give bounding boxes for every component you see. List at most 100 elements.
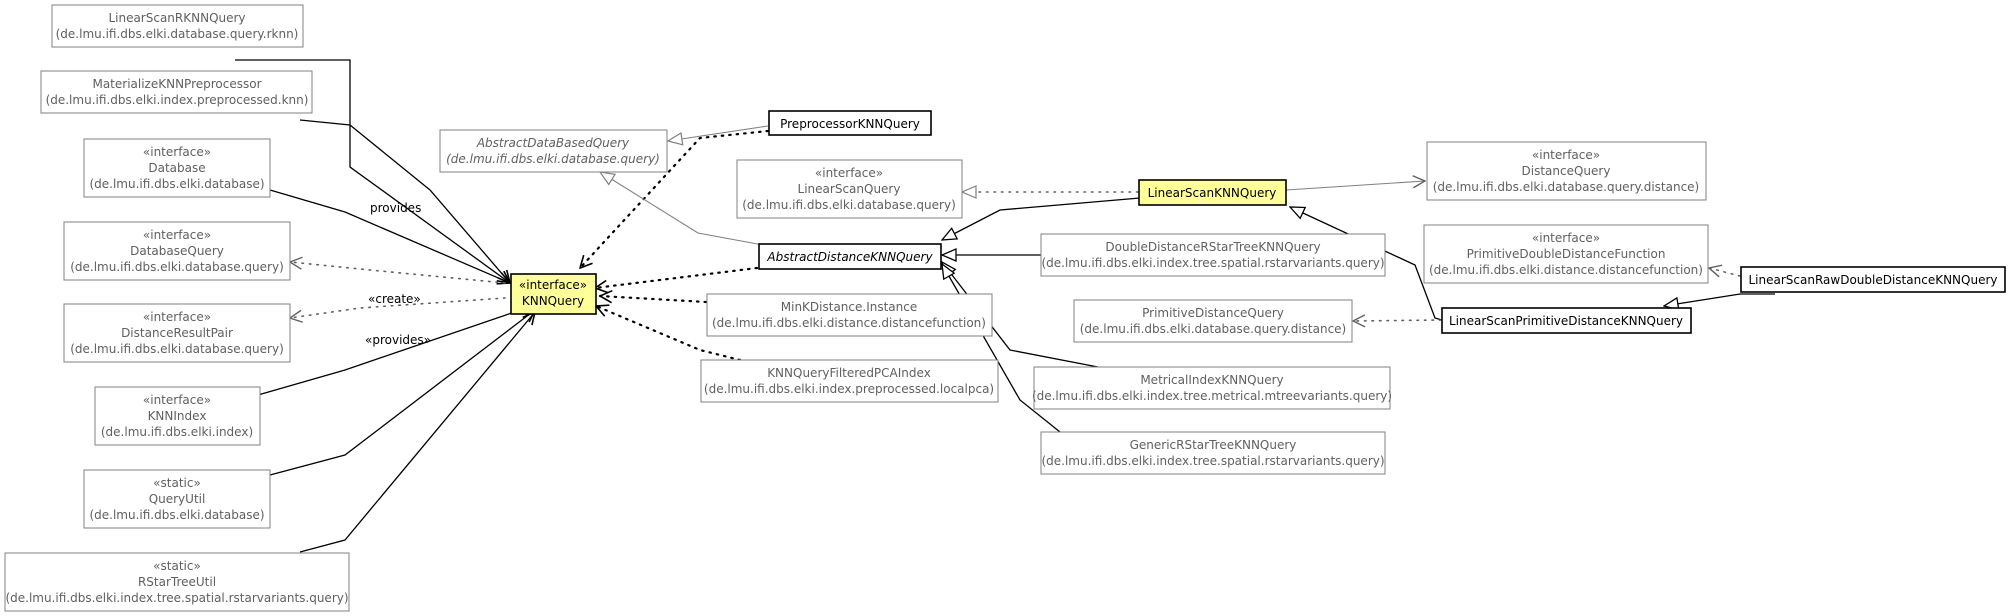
svg-text:«interface»: «interface»: [519, 278, 587, 292]
nodes: LinearScanRKNNQuery (de.lmu.ifi.dbs.elki…: [4, 4, 2006, 612]
svg-text:AbstractDistanceKNNQuery: AbstractDistanceKNNQuery: [766, 250, 933, 264]
edges: [235, 59, 1775, 553]
svg-text:(de.lmu.ifi.dbs.elki.database.: (de.lmu.ifi.dbs.elki.database.query.dist…: [1080, 322, 1346, 336]
node-database[interactable]: «interface» Database (de.lmu.ifi.dbs.elk…: [83, 138, 271, 198]
svg-text:(de.lmu.ifi.dbs.elki.database.: (de.lmu.ifi.dbs.elki.database.query.dist…: [1433, 180, 1699, 194]
node-genericrstartreeknnquery[interactable]: GenericRStarTreeKNNQuery (de.lmu.ifi.dbs…: [1040, 431, 1386, 475]
svg-text:(de.lmu.ifi.dbs.elki.index.tre: (de.lmu.ifi.dbs.elki.index.tree.metrical…: [1032, 389, 1392, 403]
svg-text:MaterializeKNNPreprocessor: MaterializeKNNPreprocessor: [92, 77, 261, 91]
node-distancequery[interactable]: «interface» DistanceQuery (de.lmu.ifi.db…: [1426, 141, 1707, 201]
edge-database-knnquery: [269, 189, 510, 283]
svg-text:DoubleDistanceRStarTreeKNNQuer: DoubleDistanceRStarTreeKNNQuery: [1105, 240, 1320, 254]
svg-text:(de.lmu.ifi.dbs.elki.index): (de.lmu.ifi.dbs.elki.index): [101, 425, 253, 439]
node-linearscanknnquery[interactable]: LinearScanKNNQuery: [1138, 179, 1287, 206]
node-rstartreeutil[interactable]: «static» RStarTreeUtil (de.lmu.ifi.dbs.e…: [4, 552, 350, 612]
edge-linearscanknnquery-abstractdistanceknnquery: [942, 197, 1141, 240]
node-abstractdistanceknnquery[interactable]: AbstractDistanceKNNQuery: [758, 243, 942, 270]
edge-queryutil-knnquery: [269, 310, 535, 476]
svg-text:KNNQueryFilteredPCAIndex: KNNQueryFilteredPCAIndex: [767, 366, 931, 380]
svg-text:LinearScanPrimitiveDistanceKNN: LinearScanPrimitiveDistanceKNNQuery: [1449, 314, 1683, 328]
edge-rstartreeutil-knnquery: [299, 312, 535, 553]
node-knnqueryfilteredpcaindex[interactable]: KNNQueryFilteredPCAIndex (de.lmu.ifi.dbs…: [700, 359, 999, 403]
node-linearscanquery[interactable]: «interface» LinearScanQuery (de.lmu.ifi.…: [736, 159, 963, 219]
svg-text:(de.lmu.ifi.dbs.elki.database.: (de.lmu.ifi.dbs.elki.database.query): [70, 260, 284, 274]
edge-preprocessorknnquery-abstractdatabasedquery: [668, 125, 769, 141]
svg-text:MetricalIndexKNNQuery: MetricalIndexKNNQuery: [1140, 373, 1283, 387]
edge-label-create: «create»: [368, 292, 421, 306]
node-minkdistanceinstance[interactable]: MinKDistance.Instance (de.lmu.ifi.dbs.el…: [706, 293, 993, 337]
svg-text:«interface»: «interface»: [815, 166, 883, 180]
svg-text:AbstractDataBasedQuery: AbstractDataBasedQuery: [476, 136, 630, 150]
edge-metrical-abstractdistanceknnquery: [942, 262, 1099, 368]
svg-text:«interface»: «interface»: [1532, 148, 1600, 162]
svg-text:KNNQuery: KNNQuery: [522, 294, 584, 308]
svg-text:DistanceQuery: DistanceQuery: [1522, 164, 1611, 178]
svg-text:«static»: «static»: [153, 559, 201, 573]
svg-text:«interface»: «interface»: [1532, 231, 1600, 245]
svg-text:PrimitiveDistanceQuery: PrimitiveDistanceQuery: [1142, 306, 1284, 320]
svg-text:QueryUtil: QueryUtil: [149, 492, 206, 506]
svg-text:Database: Database: [148, 161, 205, 175]
svg-text:(de.lmu.ifi.dbs.elki.index.pre: (de.lmu.ifi.dbs.elki.index.preprocessed.…: [46, 93, 309, 107]
svg-text:(de.lmu.ifi.dbs.elki.distance.: (de.lmu.ifi.dbs.elki.distance.distancefu…: [1429, 263, 1703, 277]
svg-text:«static»: «static»: [153, 476, 201, 490]
node-primitivedistancequery[interactable]: PrimitiveDistanceQuery (de.lmu.ifi.dbs.e…: [1073, 299, 1353, 343]
svg-text:(de.lmu.ifi.dbs.elki.index.tre: (de.lmu.ifi.dbs.elki.index.tree.spatial.…: [1041, 454, 1384, 468]
svg-text:(de.lmu.ifi.dbs.elki.index.tre: (de.lmu.ifi.dbs.elki.index.tree.spatial.…: [5, 591, 348, 605]
edge-linearscanraw-linearscanprimitive: [1664, 293, 1775, 306]
svg-text:(de.lmu.ifi.dbs.elki.database.: (de.lmu.ifi.dbs.elki.database.query): [742, 198, 956, 212]
svg-text:GenericRStarTreeKNNQuery: GenericRStarTreeKNNQuery: [1130, 438, 1297, 452]
svg-text:LinearScanRKNNQuery: LinearScanRKNNQuery: [108, 11, 245, 25]
svg-text:(de.lmu.ifi.dbs.elki.database.: (de.lmu.ifi.dbs.elki.database.query): [446, 152, 660, 166]
node-databasequery[interactable]: «interface» DatabaseQuery (de.lmu.ifi.db…: [63, 221, 291, 281]
edge-linearscanrknnquery-knnquery: [235, 59, 510, 283]
edge-linearscanraw-primitivedoubledistancefunction: [1709, 268, 1741, 276]
svg-text:(de.lmu.ifi.dbs.elki.database): (de.lmu.ifi.dbs.elki.database): [89, 177, 264, 191]
node-preprocessorknnquery[interactable]: PreprocessorKNNQuery: [768, 110, 932, 136]
node-linearscanrknnquery[interactable]: LinearScanRKNNQuery (de.lmu.ifi.dbs.elki…: [51, 4, 304, 48]
node-distanceresultpair[interactable]: «interface» DistanceResultPair (de.lmu.i…: [63, 303, 291, 363]
node-doubledistancerstartreeknnquery[interactable]: DoubleDistanceRStarTreeKNNQuery (de.lmu.…: [1040, 233, 1386, 277]
edge-knnquery-databasequery: [290, 262, 506, 284]
node-primitivedoubledistancefunction[interactable]: «interface» PrimitiveDoubleDistanceFunct…: [1423, 224, 1709, 284]
svg-text:KNNIndex: KNNIndex: [148, 409, 207, 423]
node-metricalindexknnquery[interactable]: MetricalIndexKNNQuery (de.lmu.ifi.dbs.el…: [1032, 366, 1392, 410]
svg-text:(de.lmu.ifi.dbs.elki.database.: (de.lmu.ifi.dbs.elki.database.query.rknn…: [56, 27, 299, 41]
edge-label-provides-stereo: «provides»: [365, 333, 431, 347]
svg-text:LinearScanKNNQuery: LinearScanKNNQuery: [1148, 186, 1277, 200]
edge-knnindex-knnquery: [257, 305, 535, 396]
svg-text:(de.lmu.ifi.dbs.elki.index.tre: (de.lmu.ifi.dbs.elki.index.tree.spatial.…: [1041, 256, 1384, 270]
svg-text:PrimitiveDoubleDistanceFunctio: PrimitiveDoubleDistanceFunction: [1467, 247, 1666, 261]
svg-text:(de.lmu.ifi.dbs.elki.database.: (de.lmu.ifi.dbs.elki.database.query): [70, 342, 284, 356]
edge-abstractdistanceknnquery-knnquery: [595, 266, 759, 288]
edge-abstractdistanceknnquery-abstractdatabasedquery: [600, 172, 764, 246]
svg-text:DatabaseQuery: DatabaseQuery: [130, 244, 224, 258]
svg-text:(de.lmu.ifi.dbs.elki.distance.: (de.lmu.ifi.dbs.elki.distance.distancefu…: [712, 316, 986, 330]
svg-text:LinearScanQuery: LinearScanQuery: [798, 182, 901, 196]
edge-minkdistance-knnquery: [600, 296, 708, 302]
node-materializeknnpreprocessor[interactable]: MaterializeKNNPreprocessor (de.lmu.ifi.d…: [40, 70, 313, 114]
node-linearscanrawdoubledistanceknnquery[interactable]: LinearScanRawDoubleDistanceKNNQuery: [1740, 266, 2006, 293]
svg-text:«interface»: «interface»: [143, 393, 211, 407]
edge-materializeknnpreprocessor-knnquery: [299, 119, 510, 283]
svg-text:«interface»: «interface»: [143, 228, 211, 242]
svg-text:RStarTreeUtil: RStarTreeUtil: [138, 575, 216, 589]
edge-linearscanprimitive-primitivedistancequery: [1353, 320, 1442, 321]
edge-preprocessorknnquery-knnquery: [580, 129, 770, 268]
node-linearscanprimitivedistanceknnquery[interactable]: LinearScanPrimitiveDistanceKNNQuery: [1441, 307, 1692, 334]
svg-text:(de.lmu.ifi.dbs.elki.index.pre: (de.lmu.ifi.dbs.elki.index.preprocessed.…: [704, 382, 994, 396]
svg-text:PreprocessorKNNQuery: PreprocessorKNNQuery: [780, 117, 920, 131]
node-queryutil[interactable]: «static» QueryUtil (de.lmu.ifi.dbs.elki.…: [83, 469, 271, 529]
svg-text:MinKDistance.Instance: MinKDistance.Instance: [781, 300, 918, 314]
node-knnquery[interactable]: «interface» KNNQuery: [510, 273, 597, 315]
svg-text:«interface»: «interface»: [143, 145, 211, 159]
node-abstractdatabasedquery[interactable]: AbstractDataBasedQuery (de.lmu.ifi.dbs.e…: [439, 129, 668, 173]
node-knnindex[interactable]: «interface» KNNIndex (de.lmu.ifi.dbs.elk…: [94, 386, 261, 446]
svg-text:DistanceResultPair: DistanceResultPair: [121, 326, 233, 340]
edge-linearscanknnquery-distancequery: [1285, 181, 1425, 191]
svg-text:LinearScanRawDoubleDistanceKNN: LinearScanRawDoubleDistanceKNNQuery: [1749, 273, 1998, 287]
svg-text:(de.lmu.ifi.dbs.elki.database): (de.lmu.ifi.dbs.elki.database): [89, 508, 264, 522]
edge-label-provides: provides: [370, 201, 421, 215]
svg-text:«interface»: «interface»: [143, 310, 211, 324]
